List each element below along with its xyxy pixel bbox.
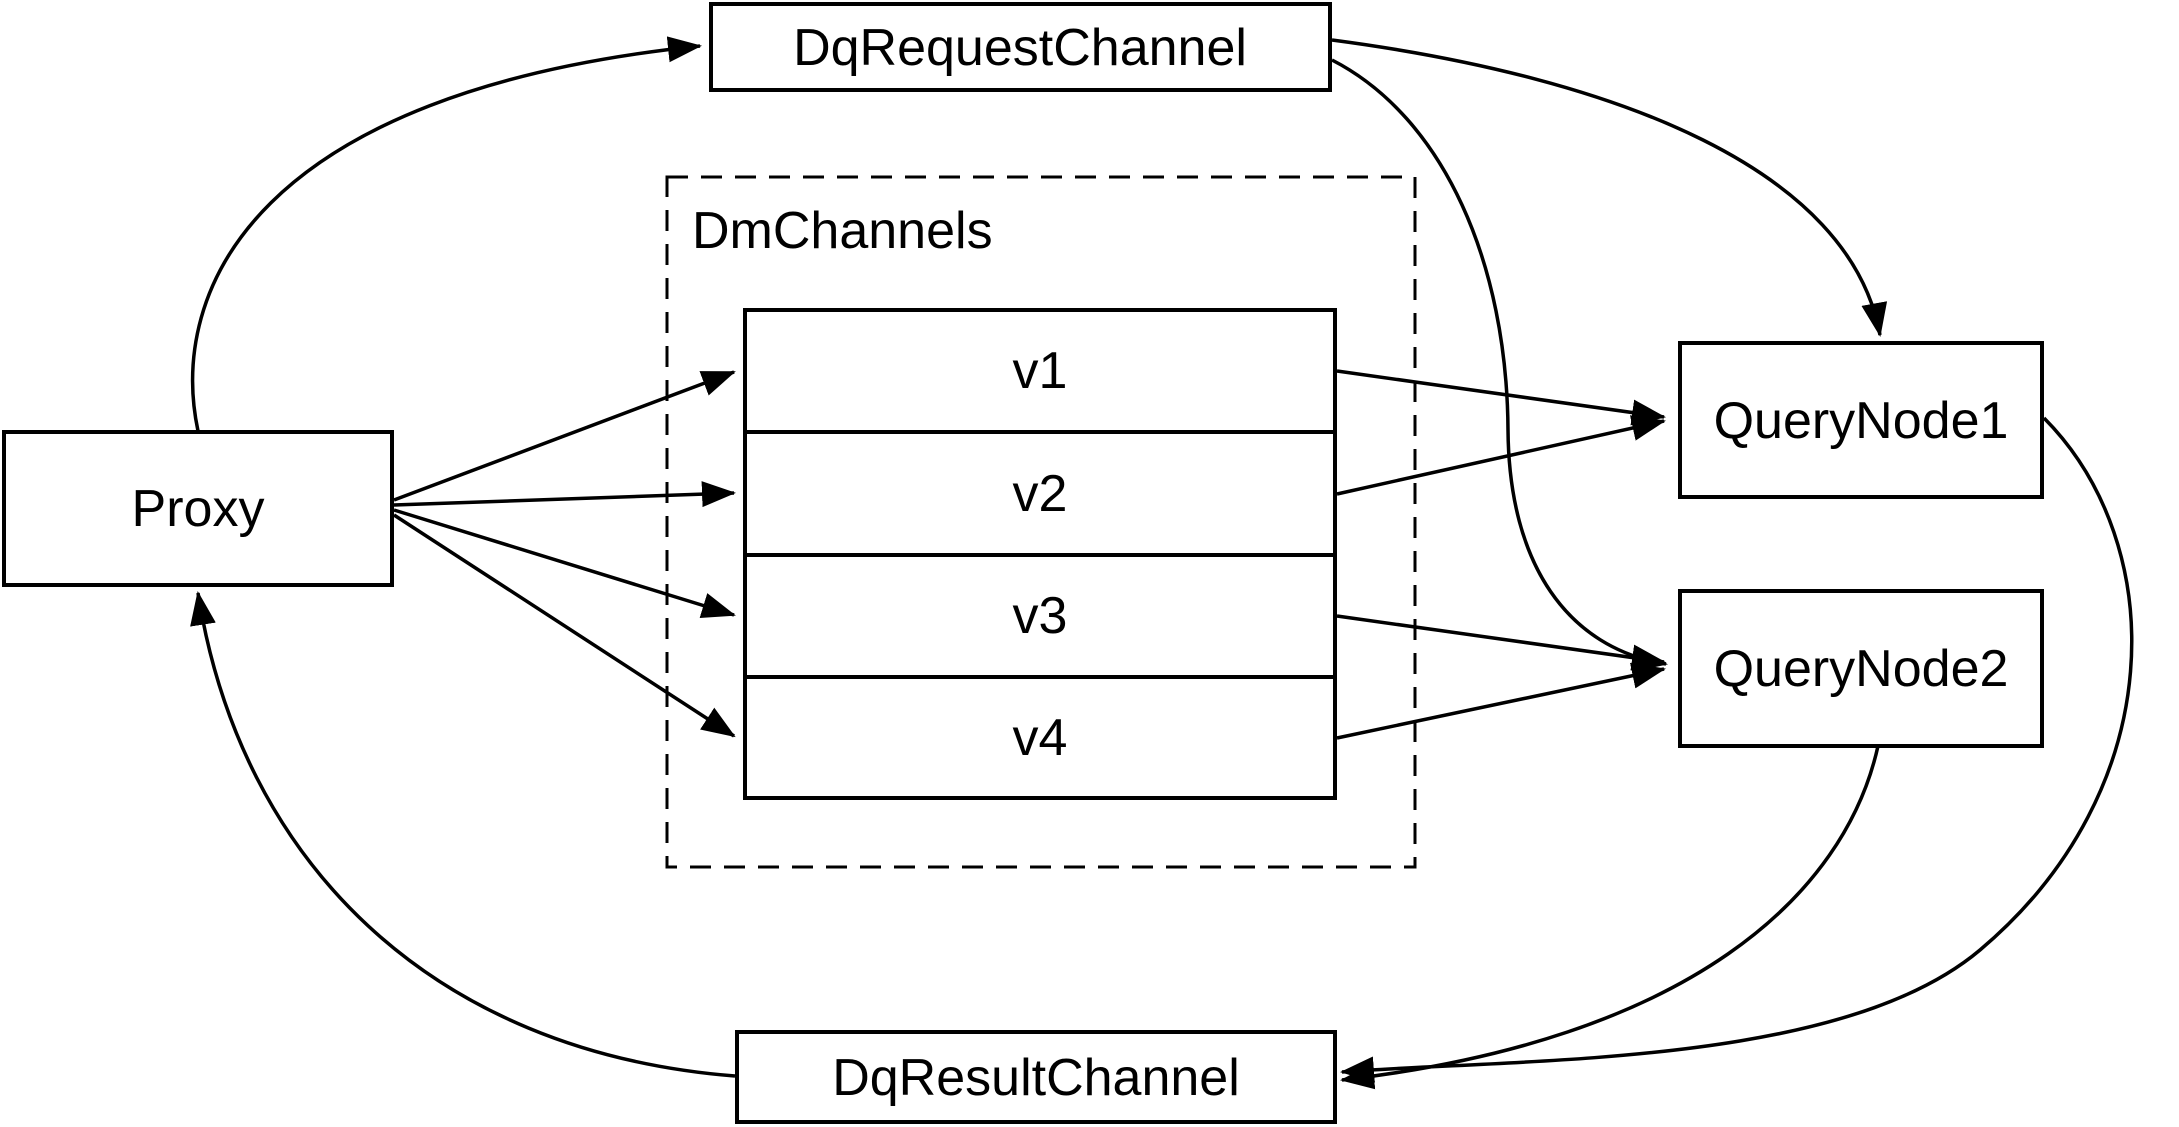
node-dqrequestchannel bbox=[709, 2, 1332, 92]
edge-proxy-to-v1 bbox=[393, 370, 736, 502]
edge-querynode1-to-dqresultchannel bbox=[1340, 416, 2134, 1083]
dmchannels-group-border bbox=[665, 175, 1417, 869]
edge-v4-to-querynode2 bbox=[1336, 662, 1666, 740]
edge-proxy-to-dqrequestchannel bbox=[190, 36, 702, 432]
edge-dqresultchannel-to-proxy bbox=[190, 591, 736, 1078]
edge-proxy-to-v3 bbox=[393, 508, 736, 618]
node-querynode2 bbox=[1678, 589, 2044, 748]
channel-v4-label: v4 bbox=[1013, 709, 1068, 767]
edge-dqrequestchannel-to-querynode2 bbox=[1331, 58, 1668, 672]
node-dqresultchannel-label: DqResultChannel bbox=[832, 1049, 1240, 1107]
channel-v1-label: v1 bbox=[1013, 342, 1068, 400]
edge-v2-to-querynode1 bbox=[1336, 415, 1666, 496]
node-querynode2-label: QueryNode2 bbox=[1714, 640, 2009, 698]
edge-dqrequestchannel-to-querynode1 bbox=[1331, 38, 1888, 337]
node-dqrequestchannel-label: DqRequestChannel bbox=[793, 19, 1247, 77]
channel-v2-label: v2 bbox=[1013, 465, 1068, 523]
edge-proxy-to-v4 bbox=[393, 513, 736, 738]
dmchannels-group-label: DmChannels bbox=[692, 202, 993, 260]
edge-querynode2-to-dqresultchannel bbox=[1340, 745, 1880, 1090]
node-proxy-label: Proxy bbox=[132, 480, 265, 538]
node-querynode1-label: QueryNode1 bbox=[1714, 392, 2009, 450]
node-dqresultchannel bbox=[735, 1030, 1337, 1124]
edge-proxy-to-v2 bbox=[393, 481, 736, 508]
node-querynode1 bbox=[1678, 341, 2044, 499]
node-proxy bbox=[2, 430, 394, 587]
channel-v3-label: v3 bbox=[1013, 587, 1068, 645]
edge-v3-to-querynode2 bbox=[1336, 614, 1666, 671]
edge-v1-to-querynode1 bbox=[1336, 369, 1666, 426]
